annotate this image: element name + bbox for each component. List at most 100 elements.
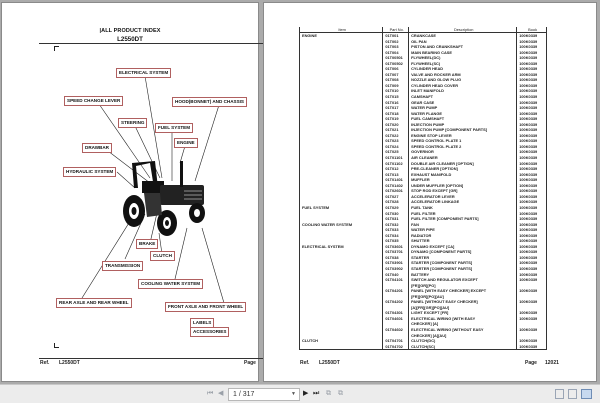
first-page-icon[interactable]: ⏮ [207,390,214,397]
cell-part-no: 01T007 [382,71,408,78]
cell-part-no: 01T001 [382,33,408,39]
cell-book: 100K0339 [516,343,546,350]
page-label: Page [525,360,537,366]
label-drawbar[interactable]: DRAWBAR [82,143,112,153]
cell-item: CLUTCH [302,338,318,344]
cell-description: DOUBLE AIR CLEANER [OPTION] [408,160,516,167]
left-page: |ALL PRODUCT INDEX L2550DT [1,2,285,382]
header-item: Item [338,27,346,32]
cell-book: 100K0339 [516,77,546,83]
cell-description: CYLINDER HEAD COVER [408,82,516,89]
label-transmission[interactable]: TRANSMISSION [102,261,144,271]
cell-part-no: 01T04202 [382,299,408,311]
label-front-axle[interactable]: FRONT AXLE AND FRONT WHEEL [165,302,247,312]
label-fuel-system[interactable]: FUEL SYSTEM [155,123,194,133]
two-page-view-icon[interactable] [581,389,592,399]
cell-part-no: 01T006 [382,66,408,72]
cell-book: 100K0339 [516,127,546,133]
single-page-view-icon[interactable] [555,389,564,399]
cell-part-no: 01T023 [382,138,408,144]
cell-book: 100K0339 [516,149,546,156]
label-steering[interactable]: STEERING [118,118,148,128]
cell-part-no: 01T031 [382,216,408,222]
header-book: Book [516,27,546,32]
label-hood-and-chassis[interactable]: HOOD(BONNET) AND CHASSIS [172,97,247,107]
cell-book: 100K0339 [516,204,546,211]
rotate-right-icon[interactable]: ⧉ [338,390,343,397]
crop-mark [54,46,59,51]
continuous-view-icon[interactable] [568,389,577,399]
last-page-icon[interactable]: ⏭ [313,390,320,397]
label-brake[interactable]: BRAKE [136,239,159,249]
chevron-down-icon[interactable]: ▼ [291,391,296,397]
cell-part-no: 01T03701 [382,249,408,255]
label-clutch[interactable]: CLUTCH [150,251,175,261]
cell-description: FUEL CAMSHAFT [408,116,516,122]
cell-book: 100K0339 [516,121,546,128]
cell-book: 100K0339 [516,38,546,45]
cell-book: 100K0339 [516,155,546,161]
cell-description: FAN [408,221,516,228]
cell-book: 100K0339 [516,160,546,167]
cell-part-no: 01T04601 [382,315,408,327]
model-title: L2550DT [117,36,143,43]
cell-book: 100K0339 [516,299,546,311]
cell-description: ACCELERATOR LEVER [408,193,516,200]
header-part-no: Part No. [382,27,408,32]
cell-book: 100K0339 [516,271,546,278]
cell-book: 100K0339 [516,82,546,89]
cell-description: INLET MANIFOLD [408,88,516,95]
label-accessories[interactable]: ACCESSORIES [190,327,230,337]
cell-book: 100K0339 [516,66,546,72]
cell-book: 100K0339 [516,288,546,300]
cell-part-no: 01T020 [382,121,408,128]
label-rear-axle[interactable]: REAR AXLE AND REAR WHEEL [56,298,132,308]
label-electrical-system[interactable]: ELECTRICAL SYSTEM [116,68,172,78]
cell-book: 100K0339 [516,138,546,144]
cell-item: ENGINE [302,33,317,38]
cell-book: 100K0339 [516,315,546,327]
cell-part-no: 01T00501 [382,55,408,61]
cell-book: 100K0339 [516,221,546,228]
cell-description: WATER PUMP [408,105,516,111]
rotate-left-icon[interactable]: ⧉ [326,390,331,397]
previous-page-icon[interactable]: ◀ [218,390,224,397]
page-number-input[interactable]: 1 / 317 ▼ [228,388,300,401]
tractor-icon [123,161,205,236]
next-page-icon[interactable]: ▶ [303,390,309,397]
cell-book: 100K0339 [516,232,546,239]
cell-book: 100K0339 [516,49,546,56]
label-cooling-water-system[interactable]: COOLING WATER SYSTEM [138,279,204,289]
label-engine[interactable]: ENGINE [174,138,198,148]
label-hydraulic-system[interactable]: HYDRAULIC SYSTEM [63,167,117,177]
cell-part-no: 01T022 [382,132,408,139]
cell-description: GEAR CASE [408,99,516,106]
cell-part-no: 01T040 [382,271,408,278]
label-speed-change-lever[interactable]: SPEED CHANGE LEVER [64,96,124,106]
cell-book: 100K0339 [516,182,546,189]
cell-part-no: 01T01401 [382,177,408,183]
footer-rule [39,358,285,359]
